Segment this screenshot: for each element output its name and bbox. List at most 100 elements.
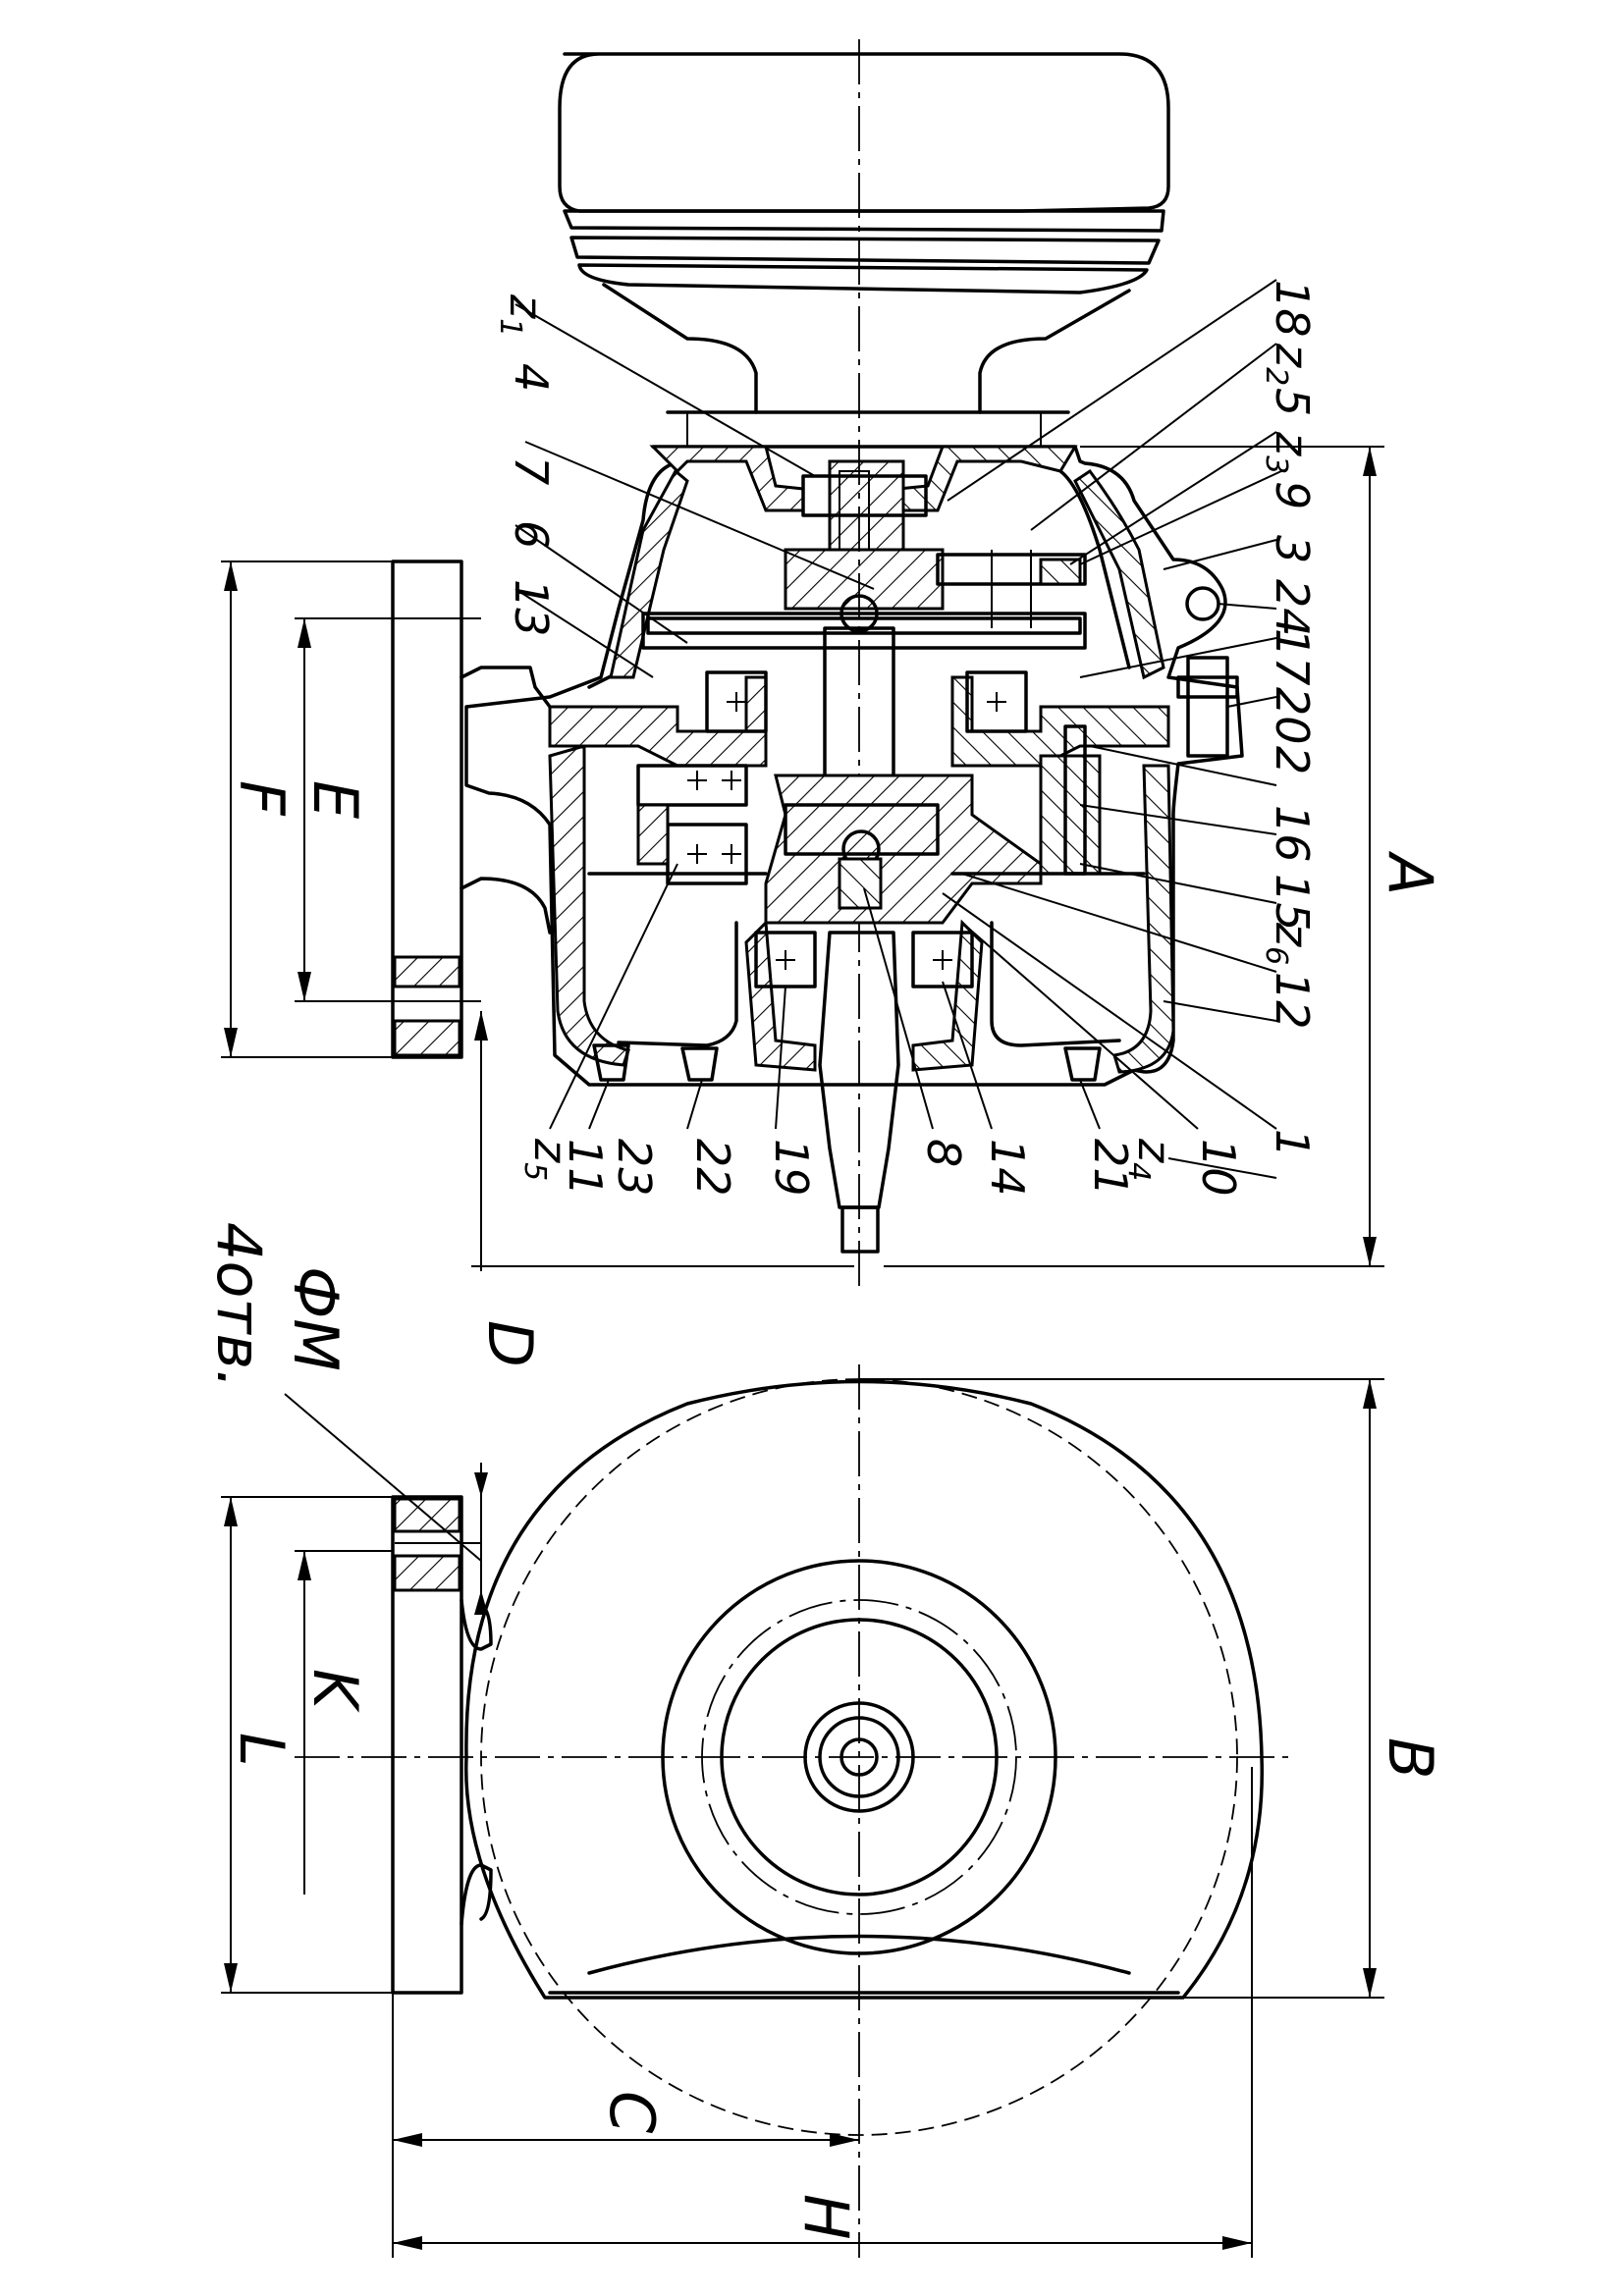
callout-p22: 22: [686, 1139, 739, 1197]
top-lid-right: [896, 445, 1078, 512]
leaders-top: [514, 279, 1282, 1179]
hole-note-count: 4отв.: [203, 1222, 275, 1389]
callout-p4: 4: [505, 363, 558, 392]
callout-p10: 10: [1192, 1139, 1245, 1197]
lower-wall-left: [548, 744, 630, 1067]
callout-z6-sub: 6: [1259, 946, 1293, 965]
bolt-20-head: [1176, 675, 1239, 699]
dim-B-label: B: [1375, 1737, 1446, 1780]
coupling-sleeve: [801, 474, 928, 517]
dim-L: L: [221, 1496, 393, 1994]
callout-p2: 2: [1266, 746, 1319, 774]
callout-p19: 19: [765, 1139, 818, 1197]
callout-p6: 6: [505, 520, 558, 549]
flange-web-bot: [460, 877, 552, 934]
callout-z3-sub: 3: [1259, 455, 1293, 474]
plug-22: [680, 1046, 719, 1082]
callout-z5-sub: 5: [517, 1162, 552, 1181]
dim-H: H: [393, 1767, 1253, 2258]
plug-23: [592, 1043, 630, 1082]
callout-p11: 11: [559, 1139, 612, 1197]
leaders-bottom: [549, 863, 1199, 1130]
output-shaft-tip: [840, 1205, 880, 1254]
callout-p13: 13: [505, 579, 558, 637]
callout-p15: 15: [1266, 874, 1319, 932]
callout-p8: 8: [917, 1139, 970, 1167]
callout-p1: 1: [1266, 1129, 1319, 1157]
gear-z6: [1039, 754, 1102, 876]
lower-wall-right: [1112, 764, 1175, 1074]
callout-p24: 24: [1266, 579, 1319, 637]
lifting-eye-3: [1185, 586, 1220, 621]
dim-K-label: K: [299, 1669, 371, 1713]
flange-bolt-hole-top: [393, 955, 461, 988]
motor-neck: [602, 283, 1131, 414]
plan-hole-bot: [393, 1554, 461, 1592]
dim-B: B: [859, 1378, 1446, 1999]
motor-cap: [558, 52, 1170, 213]
bearing-14: [911, 931, 974, 988]
dim-D: D: [471, 1011, 854, 1367]
dim-E: E: [295, 617, 481, 1002]
plan-flange-web-2: [460, 1863, 493, 1926]
plan-view: ФM 4отв. L K B: [203, 1222, 1446, 2258]
dim-D-label: D: [474, 1320, 546, 1367]
lower-shaft-pocket: [784, 803, 940, 856]
planet-carrier-upper: [784, 548, 945, 611]
dim-L-label: L: [226, 1733, 298, 1767]
disc-6-inner: [646, 616, 1082, 635]
flange-web-top: [460, 666, 552, 709]
callout-p17: 17: [1266, 628, 1319, 686]
callout-p7: 7: [505, 456, 558, 485]
callout-z4: z4: [1121, 1138, 1181, 1181]
callout-p21: 21: [1084, 1139, 1137, 1197]
plan-outer-body: [463, 1379, 1265, 2000]
dim-A-label: A: [1375, 850, 1446, 895]
bearing-13: [705, 670, 768, 733]
bearing-17: [965, 670, 1028, 733]
dim-F: F: [221, 561, 393, 1058]
bolt-20: [1186, 656, 1229, 758]
flange-bolt-hole-bot: [393, 1019, 461, 1057]
top-lid-left: [649, 445, 805, 512]
gear-z2: [1039, 558, 1082, 586]
callout-p16: 16: [1266, 805, 1319, 863]
side-flange: [391, 560, 463, 1059]
motor-rib-3: [577, 263, 1149, 294]
callout-p23: 23: [608, 1139, 661, 1197]
callout-p9: 9: [1266, 481, 1319, 509]
dim-E-label: E: [299, 780, 371, 820]
middle-plate-right: [950, 675, 1170, 768]
chamber-left: [617, 921, 738, 1047]
callout-p5: 5: [1266, 388, 1319, 416]
housing-wall-right: [1073, 468, 1165, 680]
housing-outer: [464, 445, 1244, 1087]
hole-note-diameter: ФM: [280, 1266, 352, 1371]
callout-p18: 18: [1266, 280, 1319, 338]
callout-z2-sub: 2: [1259, 367, 1293, 386]
callout-z2: z2: [1259, 343, 1319, 386]
lower-floor-left: [744, 919, 817, 1072]
callout-z6: z6: [1259, 922, 1319, 965]
pin-8: [838, 857, 883, 910]
planet-gear-z5: [636, 764, 748, 807]
motor-rib: [563, 209, 1165, 233]
callout-p20: 20: [1266, 687, 1319, 745]
disc-6: [641, 612, 1087, 650]
dim-A: A: [884, 446, 1446, 1267]
callout-p3: 3: [1266, 535, 1319, 563]
dim-C-label: C: [596, 2091, 668, 2134]
gear-z3: [936, 553, 1087, 586]
callout-z4-sub: 4: [1121, 1162, 1156, 1181]
callout-z5: z5: [517, 1138, 577, 1181]
callout-z1-sub: 1: [493, 318, 527, 337]
dim-C: C: [392, 1993, 859, 2258]
callout-p12: 12: [1266, 972, 1319, 1030]
hole-note-leader: [284, 1393, 482, 1562]
lower-floor-right: [911, 919, 984, 1072]
dim-K: K: [295, 1550, 393, 1895]
chamber-right: [990, 921, 1121, 1047]
